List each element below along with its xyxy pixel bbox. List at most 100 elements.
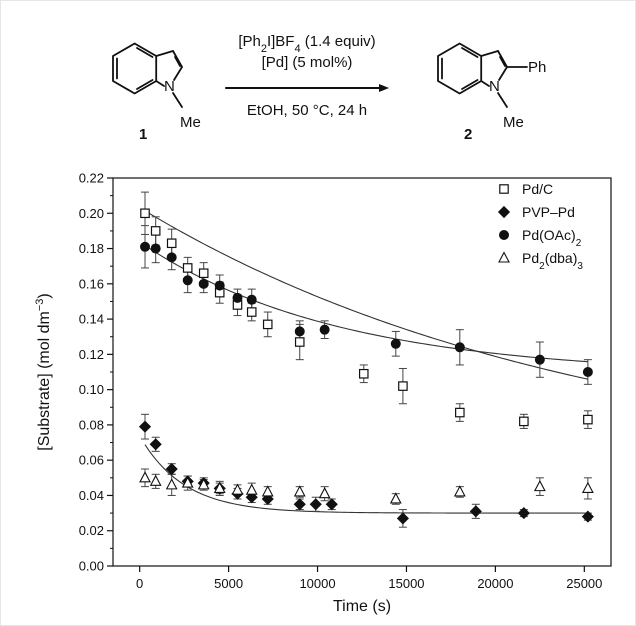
x-tick-label: 0 xyxy=(136,576,143,591)
data-point-pd2-dba-3 xyxy=(139,471,151,483)
data-point-pd-c xyxy=(246,307,257,317)
x-tick-label: 10000 xyxy=(299,576,335,591)
reagent-line-1: [Ph2I]BF4 (1.4 equiv) xyxy=(238,33,375,55)
substrate-number: 1 xyxy=(139,126,147,143)
data-point-pd2-dba-3 xyxy=(197,478,210,490)
y-tick-label: 0.20 xyxy=(79,206,104,221)
kinetics-chart: 0 5000 10000 15000 20000 25000 0.00 0.02 0.04 0.0… xyxy=(34,171,612,615)
data-point-pd-c xyxy=(398,381,408,391)
y-tick-label: 0.14 xyxy=(79,312,104,327)
legend-marker-pvp-pd xyxy=(497,205,511,219)
data-point-pd2-dba-3 xyxy=(245,483,258,495)
data-point-pvp-pd xyxy=(165,462,178,476)
legend-label-pd-oac-2: Pd(OAc)2 xyxy=(522,227,582,249)
data-point-pd-oac-2 xyxy=(214,280,225,291)
data-point-pd-c xyxy=(166,238,177,249)
x-tick-label: 20000 xyxy=(477,576,513,591)
x-axis-label: Time (s) xyxy=(333,598,391,615)
product-structure xyxy=(437,42,528,108)
data-point-pd-oac-2 xyxy=(198,278,209,289)
scheme-labels: N Me 1 N Me Ph 2 [Ph2I]BF4 (1.4 equiv) [… xyxy=(139,33,546,143)
y-tick-label: 0.16 xyxy=(79,276,104,291)
data-point-pd2-dba-3 xyxy=(261,485,274,497)
data-point-pd-c xyxy=(198,268,209,279)
data-point-pd-oac-2 xyxy=(182,275,193,286)
reagent-line-2: [Pd] (5 mol%) xyxy=(262,54,353,71)
y-tick-label: 0.18 xyxy=(79,241,104,256)
data-point-pvp-pd xyxy=(396,512,409,525)
data-point-pd-oac-2 xyxy=(454,342,465,353)
data-point-pd-c xyxy=(182,263,193,273)
data-point-pd-oac-2 xyxy=(232,292,243,303)
y-tick-label: 0.10 xyxy=(79,382,104,397)
data-point-pd2-dba-3 xyxy=(581,481,594,493)
data-point-pd2-dba-3 xyxy=(318,487,331,499)
legend-marker-pd-c xyxy=(499,184,509,194)
y-tick-label: 0.04 xyxy=(79,488,104,503)
data-point-pvp-pd xyxy=(293,498,306,511)
data-point-pd-oac-2 xyxy=(294,326,305,337)
data-point-pd-oac-2 xyxy=(150,243,161,254)
product-number: 2 xyxy=(464,126,472,143)
data-points xyxy=(138,208,594,525)
legend-marker-pd2-dba-3 xyxy=(498,251,510,263)
data-point-pd2-dba-3 xyxy=(453,485,466,497)
data-point-pvp-pd xyxy=(517,507,530,520)
substrate-structure xyxy=(112,42,183,108)
y-tick-label: 0.12 xyxy=(79,347,104,362)
data-point-pd-oac-2 xyxy=(166,252,177,263)
data-point-pd-c xyxy=(262,319,273,330)
y-tick-label: 0.22 xyxy=(79,171,104,186)
data-point-pd-c xyxy=(519,416,529,427)
reaction-scheme xyxy=(112,42,528,108)
fit-curve-pvp-pd xyxy=(144,444,588,514)
data-point-pd2-dba-3 xyxy=(149,474,162,486)
y-axis-label: [Substrate] (mol dm−3) xyxy=(34,293,53,450)
data-point-pd-oac-2 xyxy=(534,354,545,365)
data-point-pd-oac-2 xyxy=(246,294,257,305)
y-tick-label: 0.06 xyxy=(79,453,104,468)
data-point-pd2-dba-3 xyxy=(533,479,546,492)
data-point-pd-oac-2 xyxy=(140,241,151,252)
product-phenyl: Ph xyxy=(528,59,546,76)
data-point-pvp-pd xyxy=(581,510,594,523)
legend-label-pvp-pd: PVP–Pd xyxy=(522,204,575,220)
legend-label-pd2-dba-3: Pd2(dba)3 xyxy=(522,250,583,272)
y-tick-label: 0.02 xyxy=(79,523,104,538)
fit-curve-pd-c xyxy=(144,210,588,380)
data-point-pvp-pd xyxy=(309,498,322,511)
data-point-pvp-pd xyxy=(149,438,162,451)
legend-marker-pd-oac-2 xyxy=(498,229,509,240)
x-tick-label: 15000 xyxy=(388,576,424,591)
product-n-methyl: Me xyxy=(503,114,524,131)
substrate-n-atom: N xyxy=(164,78,175,95)
x-tick-label: 5000 xyxy=(214,576,243,591)
data-point-pd2-dba-3 xyxy=(181,476,194,488)
x-tick-label: 25000 xyxy=(566,576,602,591)
axes: 0 5000 10000 15000 20000 25000 0.00 0.02 0.04 0.0… xyxy=(79,171,603,592)
data-point-pd-oac-2 xyxy=(319,324,330,335)
data-point-pvp-pd xyxy=(325,498,338,511)
substrate-n-methyl: Me xyxy=(180,114,201,131)
data-point-pd-c xyxy=(583,414,593,425)
data-point-pd2-dba-3 xyxy=(231,483,244,495)
data-point-pd-c xyxy=(140,208,150,219)
data-point-pd-c xyxy=(150,226,161,236)
data-point-pd-c xyxy=(294,337,305,347)
data-point-pd2-dba-3 xyxy=(293,485,306,497)
reaction-conditions: EtOH, 50 °C, 24 h xyxy=(247,102,367,119)
y-tick-label: 0.08 xyxy=(79,417,104,432)
data-point-pvp-pd xyxy=(469,505,482,518)
data-point-pvp-pd xyxy=(138,420,152,433)
data-point-pd-c xyxy=(455,407,465,418)
data-point-pd2-dba-3 xyxy=(213,481,226,493)
data-point-pd-c xyxy=(358,368,369,379)
product-n-atom: N xyxy=(489,78,500,95)
y-tick-label: 0.00 xyxy=(79,559,104,574)
data-point-pd-oac-2 xyxy=(390,338,401,349)
data-point-pd2-dba-3 xyxy=(165,478,178,490)
data-point-pd-oac-2 xyxy=(582,366,593,377)
